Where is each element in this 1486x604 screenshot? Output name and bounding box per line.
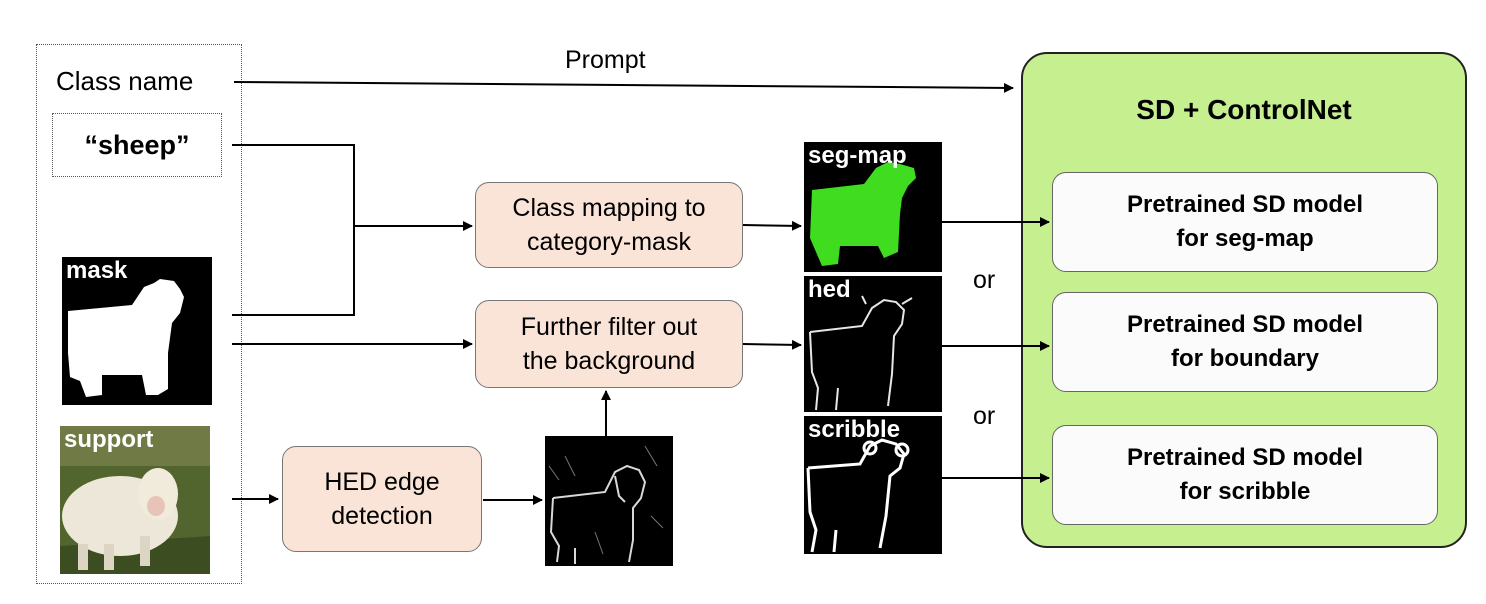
scribble-drawing [806, 438, 910, 553]
prompt-label: Prompt [565, 46, 646, 74]
or-label-2: or [973, 402, 996, 430]
class-mapping-line1: Class mapping to [512, 194, 706, 222]
hed-edge-line2: detection [331, 502, 433, 530]
hed-image: hed [804, 276, 942, 412]
filter-background-line2: the background [522, 347, 696, 375]
scribble-image: scribble [804, 416, 942, 554]
model-scribble-line2: for scribble [1179, 478, 1311, 505]
mapping-segmap-arrow [742, 220, 802, 231]
filter-hed-arrow [742, 339, 802, 350]
filter-background-box: Further filter out the background [475, 300, 743, 388]
model-boundary-line1: Pretrained SD model [1126, 311, 1364, 338]
support-image: support [60, 426, 210, 574]
model-box-seg-map: Pretrained SD model for seg-map [1052, 172, 1438, 272]
model-box-scribble: Pretrained SD model for scribble [1052, 425, 1438, 525]
hed-edge-line1: HED edge [324, 468, 440, 496]
mask-label: mask [66, 257, 128, 284]
class-value-box: “sheep” [52, 113, 222, 177]
model-seg-map-line1: Pretrained SD model [1126, 191, 1364, 218]
controlnet-title: SD + ControlNet [1136, 94, 1352, 125]
class-name-label: Class name [56, 66, 194, 96]
mask-connector [232, 226, 355, 316]
support-label: support [64, 426, 154, 453]
seg-map-silhouette [810, 162, 916, 266]
mask-sheep-silhouette [68, 279, 184, 397]
prompt-arrow [233, 81, 1014, 93]
seg-map-label: seg-map [808, 142, 907, 169]
hed-label: hed [808, 276, 851, 303]
model-box-boundary: Pretrained SD model for boundary [1052, 292, 1438, 392]
model-scribble-line1: Pretrained SD model [1126, 444, 1364, 471]
class-mapping-box: Class mapping to category-mask [475, 182, 743, 268]
hed-raw-edge-image [545, 436, 673, 566]
support-photo [60, 426, 210, 574]
hed-raw-edge-drawing [548, 445, 664, 564]
seg-map-image: seg-map [804, 142, 942, 272]
class-value-text: “sheep” [84, 129, 190, 160]
model-boundary-line2: for boundary [1171, 345, 1319, 372]
class-mapping-line2: category-mask [527, 228, 691, 256]
hed-edge-drawing [809, 295, 913, 411]
mask-image: mask [62, 257, 212, 405]
sheep-connector [232, 144, 355, 226]
filter-background-line1: Further filter out [520, 313, 698, 341]
hed-edge-box: HED edge detection [282, 446, 482, 552]
scribble-label: scribble [808, 416, 901, 443]
model-seg-map-line2: for seg-map [1176, 225, 1314, 252]
or-label-1: or [973, 266, 996, 294]
